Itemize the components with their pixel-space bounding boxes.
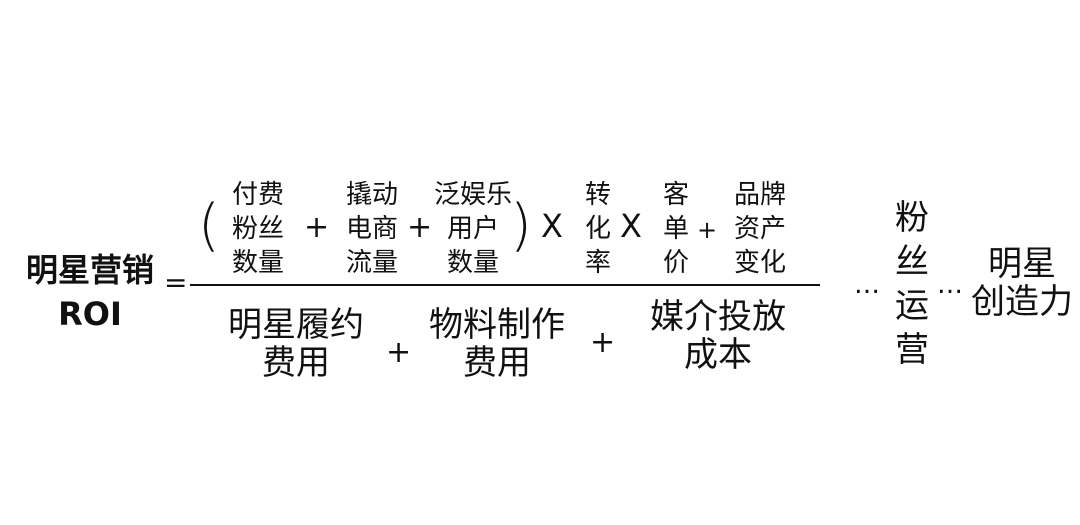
term-pan-entertainment-users: 泛娱乐 用户 数量 bbox=[431, 178, 515, 280]
term-brand-line1: 品牌 bbox=[733, 180, 786, 210]
star-creative-power: 明星 创造力 bbox=[966, 245, 1078, 321]
star-power-line2: 创造力 bbox=[971, 282, 1073, 322]
plus-sign: + bbox=[697, 216, 718, 244]
term-material-line1: 物料制作 bbox=[429, 305, 565, 345]
ellipsis: … bbox=[854, 270, 880, 300]
title-line1: 明星营销 bbox=[25, 251, 154, 289]
term-conversion-rate: 转 化 率 bbox=[580, 178, 616, 280]
ellipsis: … bbox=[937, 270, 963, 300]
plus-sign: + bbox=[386, 335, 412, 370]
close-paren: ) bbox=[510, 193, 532, 258]
fans-ops-char2: 丝 bbox=[895, 242, 929, 282]
term-conversion-line2: 化 bbox=[584, 214, 611, 244]
fans-ops-char1: 粉 bbox=[895, 198, 929, 238]
star-power-line1: 明星 bbox=[988, 244, 1056, 284]
term-ecommerce-traffic: 撬动 电商 流量 bbox=[336, 178, 408, 280]
term-aov-line1: 客 bbox=[662, 180, 689, 210]
term-brand-asset-change: 品牌 资产 变化 bbox=[724, 178, 796, 280]
term-brand-line3: 变化 bbox=[733, 248, 786, 278]
term-paid-fans-line1: 付费 bbox=[231, 180, 284, 210]
times-sign: X bbox=[620, 207, 642, 245]
term-ecommerce-line1: 撬动 bbox=[345, 180, 398, 210]
term-pan-ent-line3: 数量 bbox=[446, 248, 499, 278]
term-media-line2: 成本 bbox=[684, 335, 752, 375]
fans-ops-char4: 营 bbox=[895, 330, 929, 370]
term-conversion-line3: 率 bbox=[584, 248, 611, 278]
times-sign: X bbox=[541, 207, 563, 245]
plus-sign: + bbox=[407, 210, 433, 245]
plus-sign: + bbox=[304, 210, 330, 245]
term-pan-ent-line1: 泛娱乐 bbox=[433, 180, 512, 210]
fraction-line bbox=[190, 284, 820, 286]
term-star-fulfillment-cost: 明星履约 费用 bbox=[218, 306, 374, 382]
term-media-placement-cost: 媒介投放 成本 bbox=[640, 298, 796, 374]
term-brand-line2: 资产 bbox=[733, 214, 786, 244]
term-pan-ent-line2: 用户 bbox=[446, 214, 499, 244]
term-avg-order-value: 客 单 价 bbox=[658, 178, 694, 280]
term-paid-fans-line3: 数量 bbox=[231, 248, 284, 278]
term-fulfillment-line2: 费用 bbox=[262, 343, 330, 383]
open-paren: ( bbox=[198, 193, 220, 258]
term-paid-fans: 付费 粉丝 数量 bbox=[222, 178, 294, 280]
term-aov-line3: 价 bbox=[662, 248, 689, 278]
term-conversion-line1: 转 bbox=[584, 180, 611, 210]
term-material-production-cost: 物料制作 费用 bbox=[419, 306, 575, 382]
formula-title: 明星营销 ROI bbox=[10, 248, 170, 336]
term-aov-line2: 单 bbox=[662, 214, 689, 244]
term-media-line1: 媒介投放 bbox=[650, 297, 786, 337]
equals-sign: = bbox=[164, 266, 188, 299]
term-material-line2: 费用 bbox=[463, 343, 531, 383]
term-paid-fans-line2: 粉丝 bbox=[231, 214, 284, 244]
fans-ops-char3: 运 bbox=[895, 286, 929, 326]
title-line2: ROI bbox=[58, 295, 122, 333]
term-ecommerce-line2: 电商 bbox=[345, 214, 398, 244]
fans-operations: 粉 丝 运 营 bbox=[890, 196, 934, 372]
term-fulfillment-line1: 明星履约 bbox=[228, 305, 364, 345]
plus-sign: + bbox=[590, 325, 616, 360]
term-ecommerce-line3: 流量 bbox=[345, 248, 398, 278]
